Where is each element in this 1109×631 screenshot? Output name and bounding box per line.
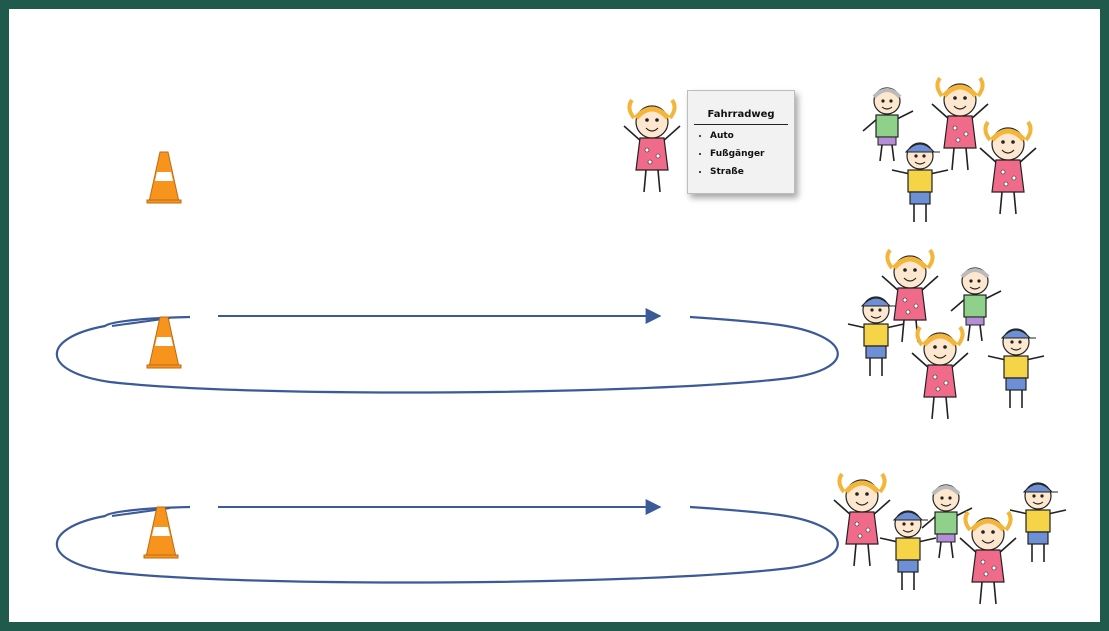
sign-title: Fahrradweg	[694, 91, 788, 125]
traffic-cone-icon	[146, 151, 182, 204]
children-group-row-1	[861, 78, 1036, 223]
sign-item: Straße	[710, 167, 794, 177]
topic-sign: Fahrradweg Auto Fußgänger Straße	[687, 90, 795, 194]
sign-list: Auto Fußgänger Straße	[688, 131, 794, 177]
sign-item: Auto	[710, 131, 794, 141]
teacher-girl-figure	[624, 100, 680, 192]
traffic-cone-icon	[143, 506, 179, 559]
sign-item: Fußgänger	[710, 149, 794, 159]
track-loop-row-3	[55, 505, 839, 584]
children-group-row-2	[847, 250, 1045, 419]
traffic-cone-icon	[146, 316, 182, 369]
children-group-row-3	[834, 474, 1067, 604]
